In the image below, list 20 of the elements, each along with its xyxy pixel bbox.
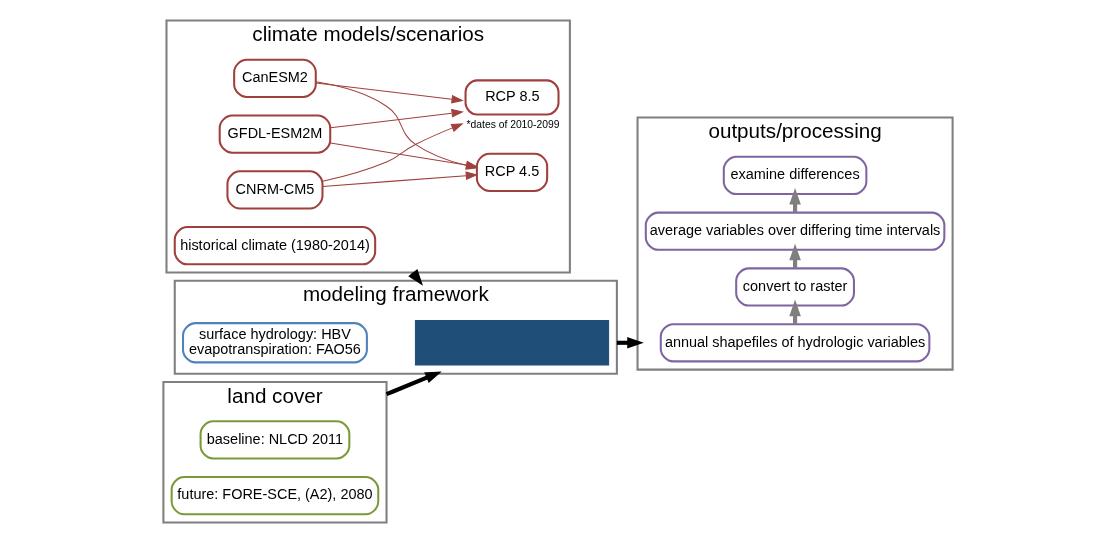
node-box: historical climate (1980-2014) — [173, 226, 376, 266]
node-box: CanESM2 — [232, 58, 317, 98]
node-box: baseline: NLCD 2011 — [199, 420, 350, 460]
node-box: average variables over differing time intervals — [644, 211, 945, 251]
node-box: surface hydrology: HBV evapotranspiration: FAO56 — [181, 322, 368, 364]
arrow — [321, 123, 464, 182]
node-box: annual shapefiles of hydrologic variables — [659, 323, 930, 363]
node-box: RCP 4.5 — [475, 152, 548, 192]
arrow — [314, 82, 464, 104]
node-box: GFDL-ESM2M — [218, 114, 331, 154]
node-box: CNRM-CM5 — [225, 170, 323, 210]
node-box: examine differences — [722, 155, 867, 196]
node-box: future: FORE-SCE, (A2), 2080 — [170, 476, 379, 516]
node-bar — [414, 320, 609, 366]
arrow — [385, 371, 442, 397]
node-label: *dates of 2010-2099 — [466, 118, 559, 130]
node-box: RCP 8.5 — [464, 79, 560, 116]
arrow — [329, 108, 464, 129]
node-box: convert to raster — [734, 267, 855, 307]
arrow — [321, 171, 478, 187]
